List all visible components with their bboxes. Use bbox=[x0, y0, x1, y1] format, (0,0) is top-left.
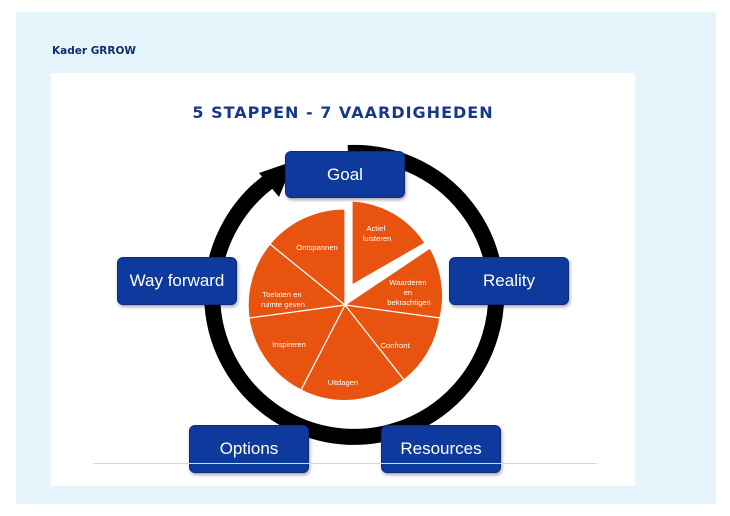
label-actief-luisteren: Actief luisteren bbox=[363, 224, 392, 243]
slice-actief-luisteren bbox=[351, 200, 426, 287]
step-options: Options bbox=[189, 425, 309, 473]
label-waarderen: Waarderen en bekrachtigen bbox=[387, 278, 430, 307]
step-way-forward: Way forward bbox=[117, 257, 237, 305]
skills-pie bbox=[247, 200, 444, 402]
diagram-card: 5 STAPPEN - 7 VAARDIGHEDEN Actief luiste… bbox=[51, 73, 635, 486]
step-reality: Reality bbox=[449, 257, 569, 305]
step-goal: Goal bbox=[285, 151, 405, 198]
label-confront: Confront bbox=[380, 341, 410, 350]
slice-waarderen bbox=[343, 247, 444, 319]
baseline-divider bbox=[93, 463, 597, 464]
grrow-panel: Kader GRROW 5 STAPPEN - 7 VAARDIGHEDEN A… bbox=[16, 12, 716, 504]
slice-uitdagen bbox=[300, 303, 405, 402]
label-uitdagen: Uitdagen bbox=[328, 378, 358, 387]
slice-inspireren bbox=[248, 304, 347, 391]
label-toelaten: Toelaten en ruimte geven bbox=[261, 290, 305, 309]
step-resources: Resources bbox=[381, 425, 501, 473]
label-ontspannen: Ontspannen bbox=[296, 243, 337, 252]
panel-title: Kader GRROW bbox=[52, 45, 136, 57]
label-inspireren: Inspireren bbox=[272, 340, 306, 349]
slice-confront bbox=[343, 304, 441, 381]
slice-ontspannen bbox=[269, 208, 346, 307]
diagram-title: 5 STAPPEN - 7 VAARDIGHEDEN bbox=[192, 103, 494, 122]
slice-toelaten bbox=[247, 243, 347, 319]
